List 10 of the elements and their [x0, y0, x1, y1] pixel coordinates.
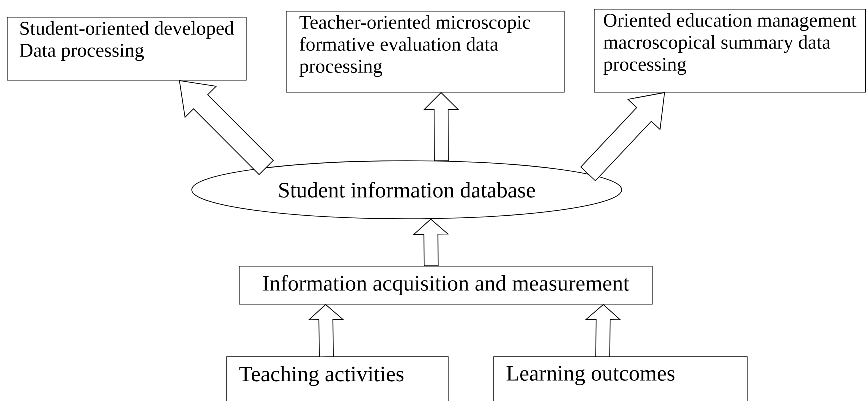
- process-box: Oriented education management macroscopical summary data processing: [594, 9, 866, 93]
- block-arrow: [308, 304, 344, 358]
- process-box: Learning outcomes: [494, 356, 748, 401]
- block-arrow: [423, 92, 460, 162]
- process-box: Teacher-oriented microscopic formative evaluation data processing: [286, 11, 565, 93]
- process-box: Teaching activities: [226, 356, 449, 401]
- process-box: Information acquisition and measurement: [239, 266, 653, 305]
- block-arrow: [413, 218, 450, 266]
- block-arrow: [585, 304, 622, 358]
- process-box: Student-oriented developed Data processing: [7, 17, 247, 81]
